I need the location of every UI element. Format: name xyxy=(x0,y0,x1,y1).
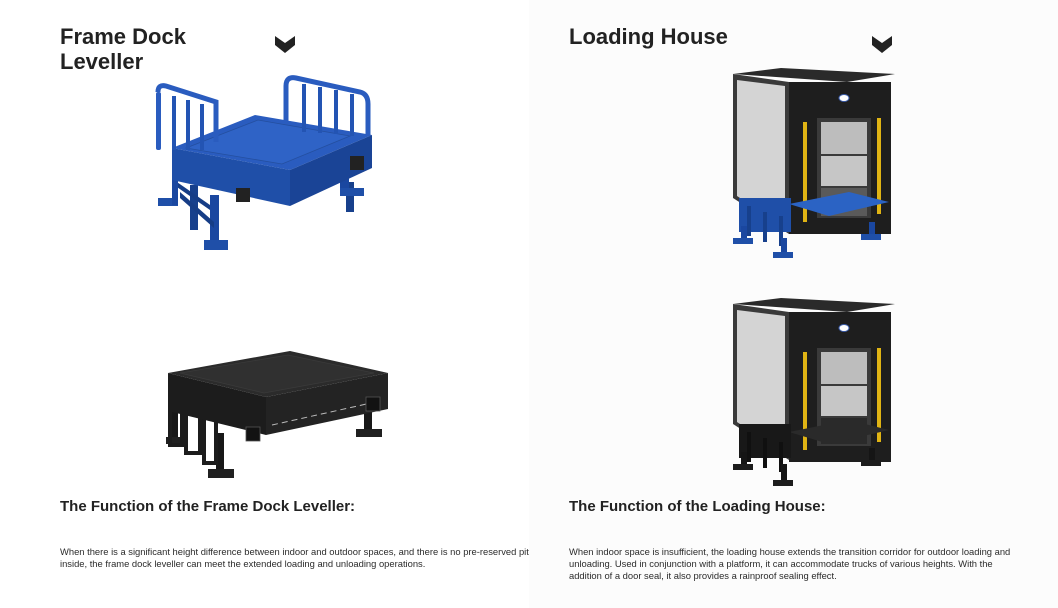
chevron-down-icon xyxy=(872,36,892,53)
frame-dock-leveller-function-text: When there is a significant height diffe… xyxy=(60,546,529,569)
blue-frame-dock-leveller-image xyxy=(155,75,372,250)
frame-dock-leveller-panel: Frame Dock Leveller xyxy=(60,24,529,569)
title-line-2: Leveller xyxy=(60,49,144,74)
loading-house-blue-base-image xyxy=(733,68,895,258)
loading-house-panel: Loading House xyxy=(529,0,1058,608)
frame-dock-leveller-title: Frame Dock Leveller xyxy=(60,24,186,74)
frame-dock-leveller-function-heading: The Function of the Frame Dock Leveller: xyxy=(60,498,356,515)
loading-house-title: Loading House xyxy=(569,24,728,49)
title-line-1: Frame Dock xyxy=(60,24,186,49)
chevron-down-icon xyxy=(275,36,295,53)
loading-house-black-base-image xyxy=(733,298,895,486)
loading-house-function-text: When indoor space is insufficient, the l… xyxy=(569,546,1011,581)
black-frame-dock-leveller-image xyxy=(166,351,388,478)
loading-house-function-heading: The Function of the Loading House: xyxy=(569,498,826,515)
